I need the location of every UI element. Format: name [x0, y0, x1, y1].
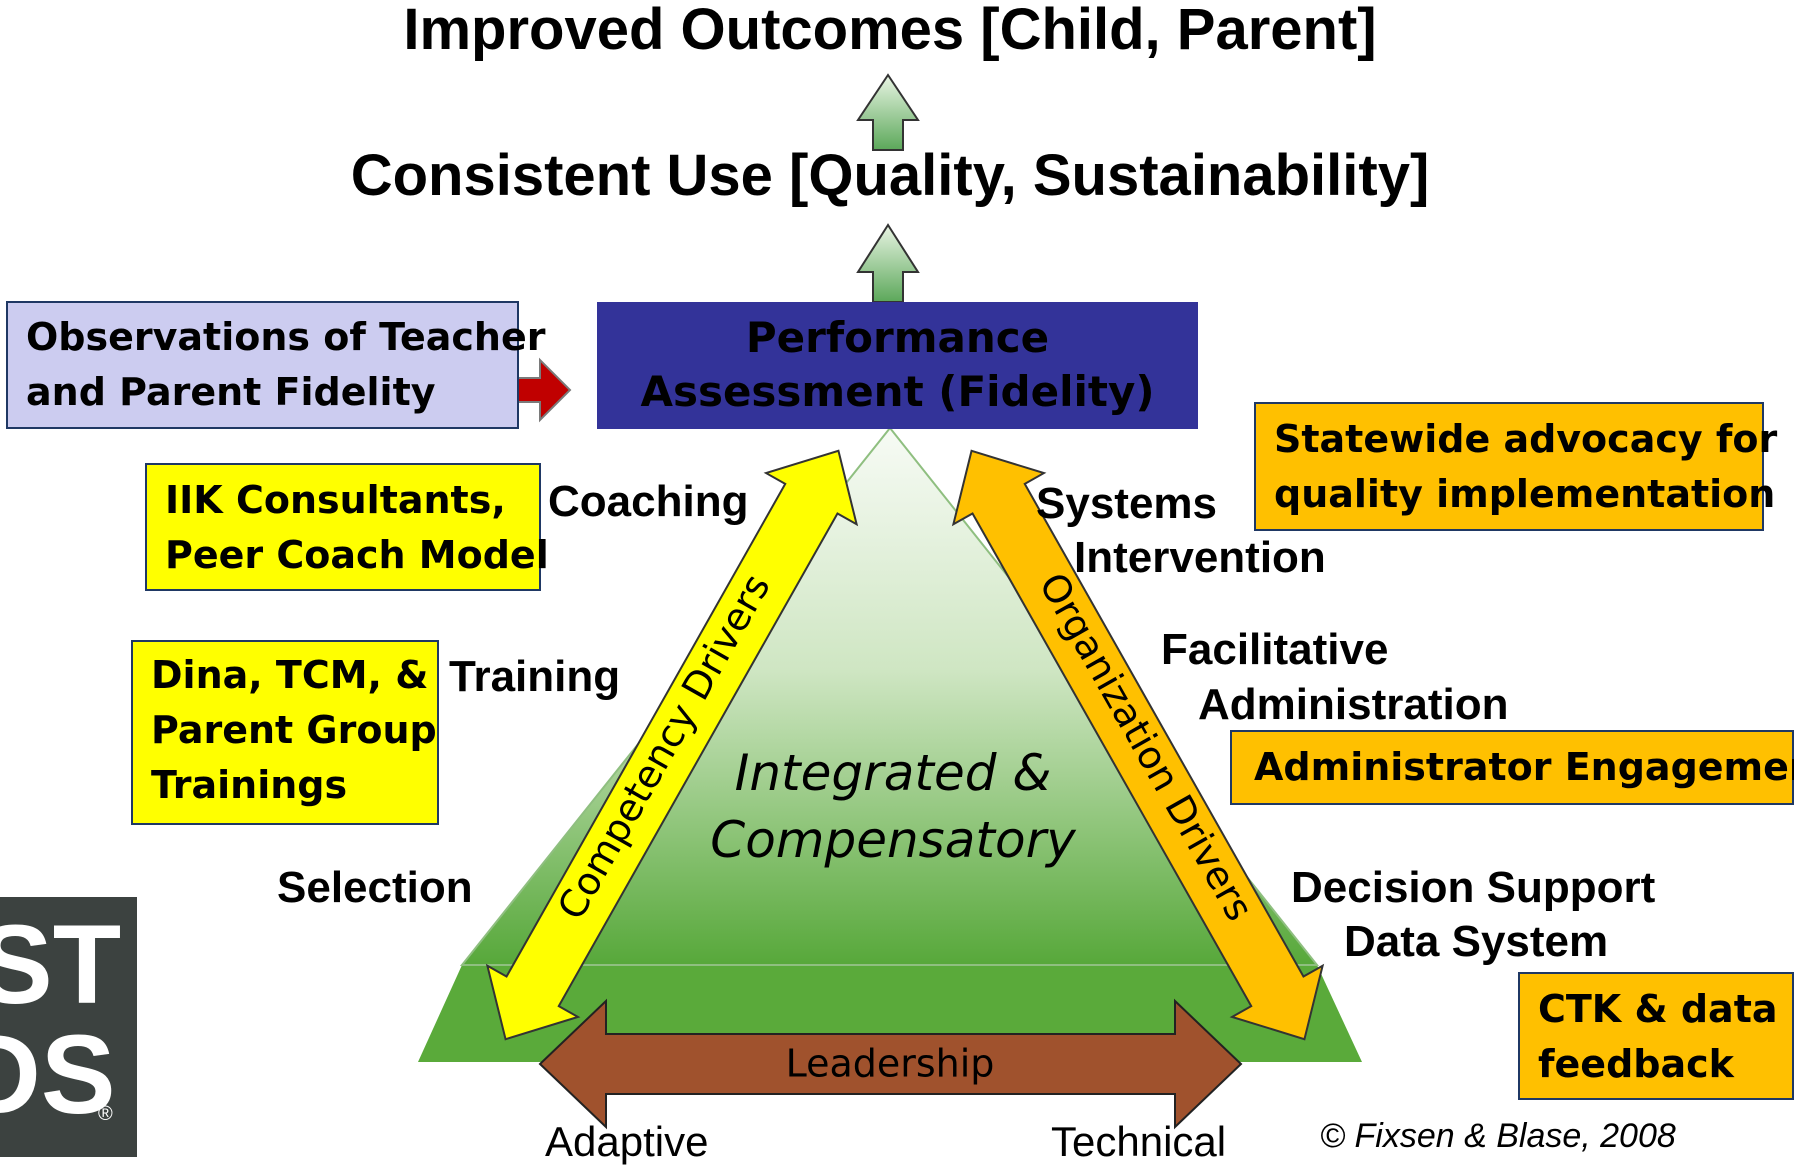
label-decision-support: Decision Support	[1291, 863, 1656, 912]
administrator-engagement-text: Administrator Engagement	[1254, 745, 1794, 789]
observations-line1: Observations of Teacher	[26, 315, 546, 359]
performance-line2: Assessment (Fidelity)	[640, 367, 1155, 416]
training-resources-box: Dina, TCM, & Parent Group Trainings	[131, 640, 439, 825]
performance-assessment-box: Performance Assessment (Fidelity)	[597, 302, 1198, 429]
statewide-line2: quality implementation	[1274, 472, 1776, 516]
label-training: Training	[449, 652, 621, 701]
administrator-engagement-box: Administrator Engagement	[1230, 730, 1794, 805]
up-arrow-bottom	[856, 223, 920, 303]
observations-line2: and Parent Fidelity	[26, 370, 436, 414]
training-box-line2: Parent Group	[151, 708, 437, 752]
title-consistent-use: Consistent Use [Quality, Sustainability]	[350, 143, 1430, 208]
ctk-line1: CTK & data	[1538, 987, 1778, 1031]
statewide-line1: Statewide advocacy for	[1274, 417, 1778, 461]
ctk-data-feedback-box: CTK & data feedback	[1518, 972, 1794, 1100]
up-arrow-top	[856, 73, 920, 151]
label-administration: Administration	[1198, 680, 1509, 729]
performance-line1: Performance	[745, 313, 1050, 362]
coaching-resources-box: IIK Consultants, Peer Coach Model	[145, 463, 549, 591]
coaching-box-line2: Peer Coach Model	[165, 533, 549, 577]
competency-drivers-arrow	[485, 449, 859, 1041]
logo: ST DS ®	[0, 897, 137, 1157]
observations-box: Observations of Teacher and Parent Fidel…	[6, 301, 546, 429]
label-coaching: Coaching	[548, 477, 749, 526]
label-selection: Selection	[277, 863, 473, 912]
logo-registered-mark: ®	[98, 1103, 113, 1125]
center-text-line2: Compensatory	[710, 811, 1077, 869]
organization-drivers-arrow	[951, 449, 1325, 1041]
coaching-box-line1: IIK Consultants,	[165, 478, 506, 522]
statewide-advocacy-box: Statewide advocacy for quality implement…	[1254, 402, 1778, 531]
leadership-label: Leadership	[786, 1042, 995, 1086]
label-data-system: Data System	[1344, 917, 1609, 966]
label-technical: Technical	[1051, 1118, 1227, 1165]
training-box-line1: Dina, TCM, &	[151, 653, 429, 697]
center-text-line1: Integrated &	[735, 744, 1052, 802]
logo-line1: ST	[0, 902, 122, 1027]
label-adaptive: Adaptive	[545, 1118, 709, 1165]
title-improved-outcomes: Improved Outcomes [Child, Parent]	[403, 0, 1377, 62]
label-systems: Systems	[1036, 479, 1218, 528]
copyright-notice: © Fixsen & Blase, 2008	[1320, 1117, 1676, 1155]
ctk-line2: feedback	[1538, 1042, 1734, 1086]
training-box-line3: Trainings	[151, 763, 348, 807]
logo-line2: DS	[0, 1012, 116, 1137]
label-intervention: Intervention	[1074, 533, 1326, 582]
label-facilitative: Facilitative	[1161, 625, 1389, 674]
leadership-arrow	[538, 998, 1243, 1130]
